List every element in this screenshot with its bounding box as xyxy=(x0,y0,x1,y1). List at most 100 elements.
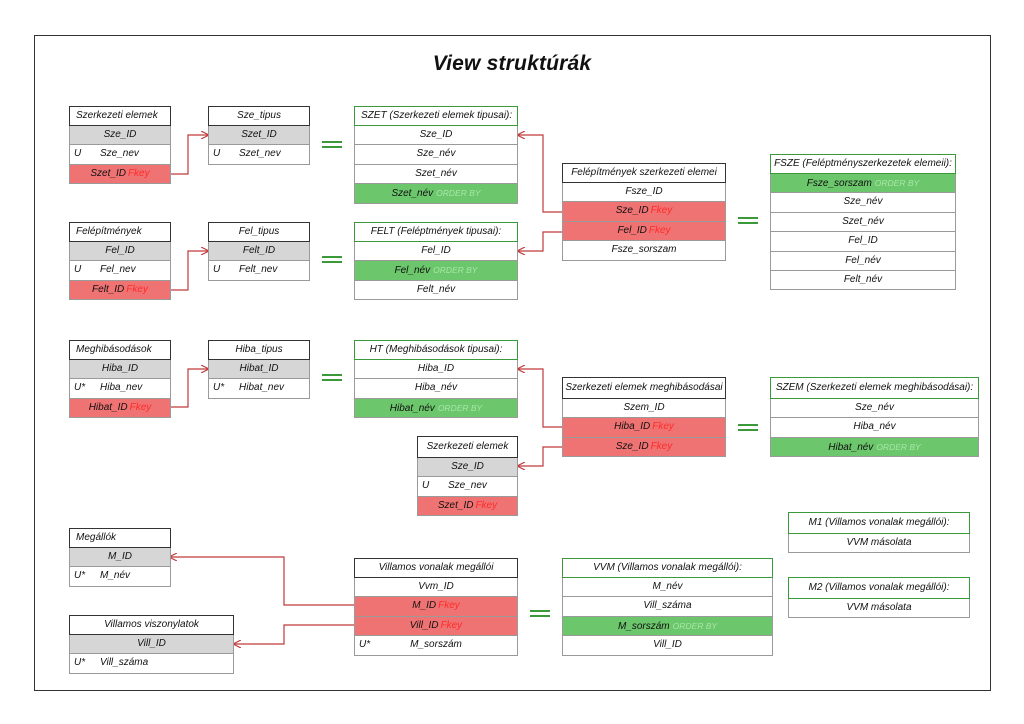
field-name: Szet_név xyxy=(391,188,434,200)
field-name: Vill_száma xyxy=(100,657,149,669)
field-name: Hiba_ID xyxy=(101,363,139,374)
field-name: VVM másolata xyxy=(846,602,912,613)
order-by-tag: ORDER BY xyxy=(876,441,921,452)
table-row: Felt_név xyxy=(770,270,956,291)
field-name: Fsze_ID xyxy=(625,186,663,197)
table-row: U Sze_nev xyxy=(417,477,518,497)
table-row: Felt_név xyxy=(354,280,518,301)
table-header: SZET (Szerkezeti elemek tipusai): xyxy=(354,106,518,126)
table-row: Szet_ID xyxy=(208,126,310,146)
table-header: M1 (Villamos vonalak megállói): xyxy=(788,512,970,534)
table-row: Vill_ID xyxy=(69,635,234,655)
unique-marker: U xyxy=(74,264,82,276)
table-row: Hibat_ID xyxy=(208,360,310,380)
field-name: Felt_név xyxy=(416,283,456,295)
field-name: Hibat_név xyxy=(828,441,874,453)
fsze-view: FSZE (Feléptményszerkezetek elemeii):Fsz… xyxy=(770,154,956,291)
table-row: Felt_ID xyxy=(208,242,310,262)
table-header: Megállók xyxy=(69,528,171,548)
field-name: Vill_ID xyxy=(137,638,166,649)
unique-marker: U* xyxy=(213,382,225,394)
table-row: VVM másolata xyxy=(788,599,970,619)
table-row: Sze_ID xyxy=(417,458,518,478)
field-name: Fel_nev xyxy=(100,264,136,276)
fkey-tag: Fkey xyxy=(438,600,460,612)
table-row: Sze_név xyxy=(770,399,979,419)
field-name: Fsze_sorszam xyxy=(806,178,872,189)
field-name: Hibat_nev xyxy=(239,382,285,394)
field-name: M_név xyxy=(100,570,131,582)
unique-marker: U* xyxy=(74,382,86,394)
field-name: Vvm_ID xyxy=(418,581,454,592)
table-header: Meghibásodások xyxy=(69,340,171,360)
table-row: Vvm_ID xyxy=(354,578,518,598)
field-name: Felt_ID xyxy=(92,283,125,295)
table-row: M_név xyxy=(562,578,773,598)
table-row: U*M_sorszám xyxy=(354,636,518,656)
field-name: Hiba_ID xyxy=(614,421,651,433)
field-name: Sze_ID xyxy=(103,129,137,140)
table-header: M2 (Villamos vonalak megállói): xyxy=(788,577,970,599)
field-name: M_ID xyxy=(108,551,132,562)
field-name: M_sorszám xyxy=(617,620,670,632)
field-name: Szet_ID xyxy=(241,129,277,140)
fkey-tag: Fkey xyxy=(440,619,463,631)
field-name: Szem_ID xyxy=(623,402,665,413)
szem-view: SZEM (Szerkezeti elemek meghibásodásai):… xyxy=(770,377,979,458)
field-name: M_ID xyxy=(412,600,437,612)
field-name: VVM másolata xyxy=(846,537,912,548)
field-name: Sze_nev xyxy=(448,480,487,492)
table-header: FELT (Feléptmények tipusai): xyxy=(354,222,518,242)
table-row: Sze_ID xyxy=(354,126,518,146)
unique-marker: U xyxy=(74,148,82,160)
table-row: Vill_ID xyxy=(562,636,773,656)
table-row: U Fel_nev xyxy=(69,261,171,281)
unique-marker: U xyxy=(422,480,430,492)
table-row: M_ID xyxy=(69,548,171,568)
table-header: Szerkezeti elemek xyxy=(417,436,518,458)
table-header: Szerkezeti elemek meghibásodásai xyxy=(562,377,726,399)
fkey-tag: Fkey xyxy=(475,499,498,511)
field-name: Szet_ID xyxy=(437,499,474,511)
field-name: M_sorszám xyxy=(410,639,462,651)
fkey-tag: Fkey xyxy=(648,224,671,236)
field-name: Fel_ID xyxy=(105,245,135,256)
szet-view: SZET (Szerkezeti elemek tipusai): Sze_ID S… xyxy=(354,106,518,204)
field-name: Sze_név xyxy=(416,148,456,160)
page-title: View struktúrák xyxy=(432,52,592,75)
table-header: Felépítmények xyxy=(69,222,171,242)
equals-sign-icon xyxy=(322,256,342,263)
field-name: Fel_ID xyxy=(617,224,647,236)
table-header: Villamos vonalak megállói xyxy=(354,558,518,578)
table-row: Fel_ID xyxy=(69,242,171,262)
field-name: Hibat_név xyxy=(389,402,435,414)
table-header: HT (Meghibásodások tipusai): xyxy=(354,340,518,360)
fkey-tag: Fkey xyxy=(129,401,152,413)
field-name: Sze_ID xyxy=(615,205,649,217)
table-row: U*M_név xyxy=(69,567,171,587)
table-row: Hiba_név xyxy=(354,379,518,399)
field-name: Hiba_nev xyxy=(100,382,143,394)
field-name: Vill_száma xyxy=(643,600,692,612)
field-name: Fsze_sorszam xyxy=(611,244,677,256)
field-name: Szet_név xyxy=(842,215,884,227)
field-name: Szet_ID xyxy=(90,167,126,179)
field-name: Sze_ID xyxy=(419,129,453,140)
diagram-frame xyxy=(34,35,991,691)
